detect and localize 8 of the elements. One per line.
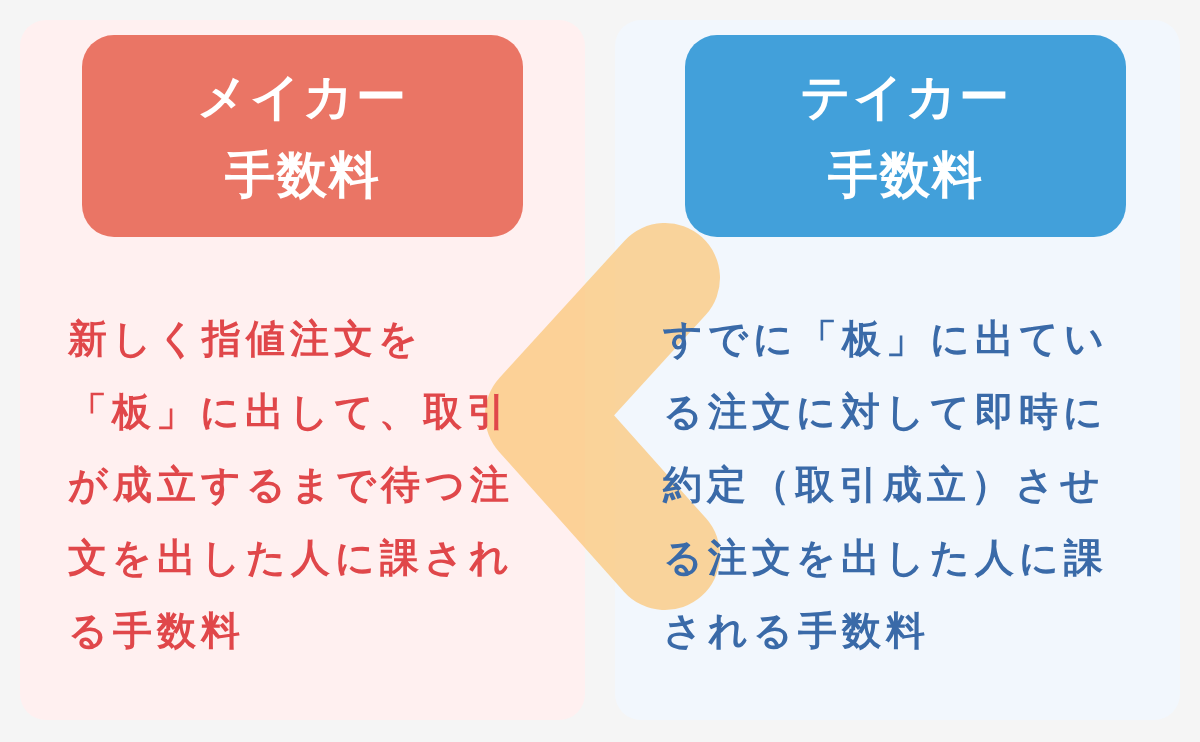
header-box bbox=[82, 35, 523, 237]
header-title: テイカー手数料 bbox=[799, 67, 1012, 206]
description-text: すでに「板」に出ている注文に対して即時に約定（取引成立）させる注文を出した人に課される手数料 bbox=[663, 315, 1110, 655]
panel-card bbox=[20, 20, 585, 720]
header-title: メイカー手数料 bbox=[196, 67, 409, 206]
panel-card bbox=[615, 20, 1180, 720]
header-box bbox=[685, 35, 1126, 237]
description-text: 新しく指値注文を「板」に出して、取引が成立するまで待つ注文を出した人に課される手数料 bbox=[68, 315, 515, 655]
